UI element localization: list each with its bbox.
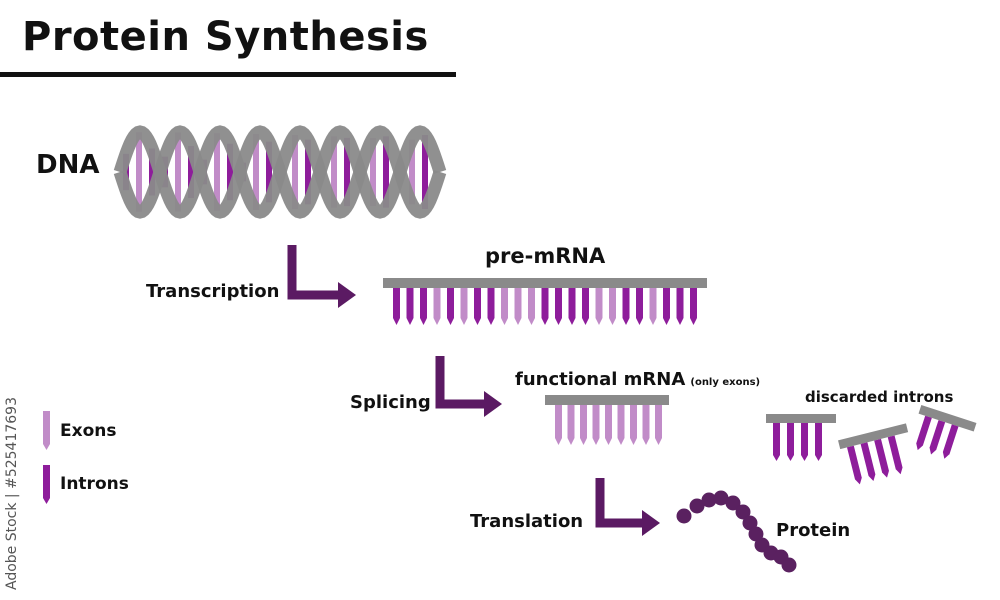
transcription-label: Transcription: [146, 281, 280, 302]
legend-introns-label: Introns: [60, 474, 129, 494]
legend-exon-swatch: [43, 411, 50, 450]
discarded-intron-1: [766, 414, 836, 461]
discarded-intron-2: [838, 423, 909, 485]
splicing-arrow-icon: [435, 356, 502, 417]
legend-exons-label: Exons: [60, 421, 117, 441]
page-title: Protein Synthesis: [22, 14, 429, 60]
legend-intron-swatch: [43, 465, 50, 504]
functional-mrna-heading: functional mRNA (only exons): [515, 369, 760, 390]
functional-mrna-label: functional mRNA: [515, 369, 686, 390]
discarded-introns-label: discarded introns: [805, 388, 954, 406]
transcription-arrow-icon: [287, 245, 356, 308]
dna-label: DNA: [36, 150, 100, 180]
only-exons-note: (only exons): [690, 377, 761, 388]
pre-mrna-label: pre-mRNA: [485, 244, 606, 268]
splicing-label: Splicing: [350, 392, 431, 413]
functional-mrna-strand: [545, 395, 669, 445]
dna-helix-icon: [113, 125, 447, 219]
protein-chain-icon: [676, 490, 797, 573]
pre-mrna-strand: [383, 278, 707, 325]
protein-label: Protein: [776, 520, 851, 541]
stock-watermark: Adobe Stock | #525417693: [4, 397, 20, 590]
translation-label: Translation: [470, 511, 584, 532]
discarded-intron-3: [916, 405, 977, 459]
translation-arrow-icon: [595, 478, 660, 536]
title-underline: [0, 72, 456, 77]
